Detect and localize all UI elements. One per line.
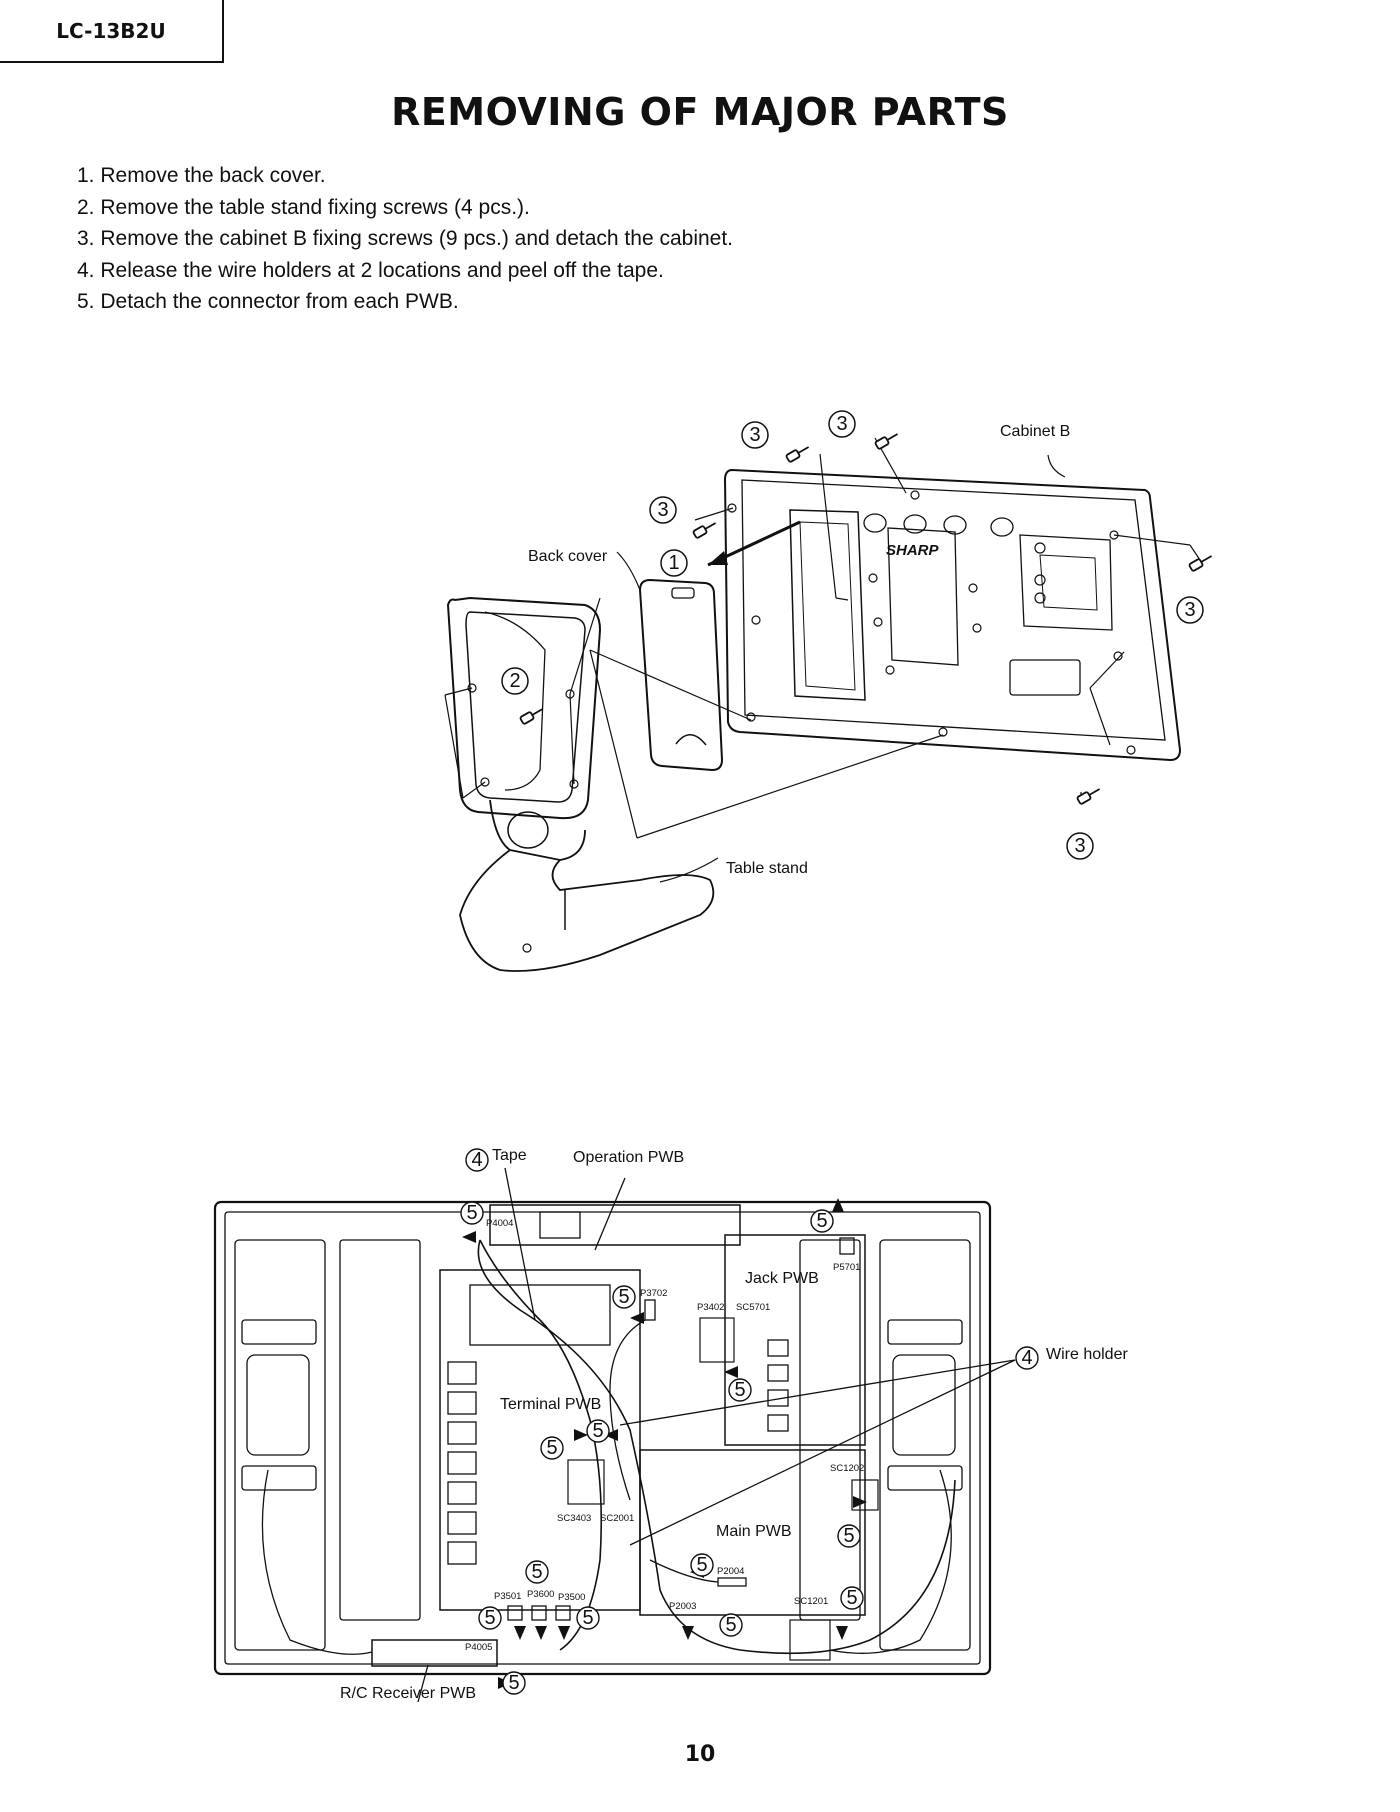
connector-p3501: P3501 [494,1591,521,1602]
connector-p5701: P5701 [833,1262,860,1273]
step-item: 1. Remove the back cover. [77,164,326,187]
callout-5: 5 [725,1614,736,1636]
label-wire-holder: Wire holder [1046,1346,1128,1363]
label-table-stand: Table stand [726,860,808,877]
callout-3: 3 [657,499,668,521]
connector-p2003: P2003 [669,1601,696,1612]
callout-3: 3 [836,413,847,435]
callout-5: 5 [734,1379,745,1401]
exploded-rear-view-diagram: SHARP Cabinet B Back cover Table stand 3… [444,410,1213,972]
back-cover-drawing [638,578,724,772]
cabinet-b-drawing [723,468,1182,762]
label-tape: Tape [492,1147,527,1164]
connector-p4004: P4004 [486,1218,513,1229]
callout-4: 4 [471,1149,482,1171]
operation-pwb-board [489,1204,741,1246]
callout-3: 3 [1074,835,1085,857]
step-item: 2. Remove the table stand fixing screws … [77,195,530,219]
callout-5: 5 [582,1607,593,1629]
page-title: REMOVING OF MAJOR PARTS [391,90,1009,134]
model-number: LC-13B2U [56,18,166,43]
screw-icons [519,433,1213,805]
step-item: 4. Release the wire holders at 2 locatio… [77,258,664,282]
callout-5: 5 [816,1210,827,1232]
connector-sc3403: SC3403 [557,1513,591,1524]
connector-p2004: P2004 [717,1566,744,1577]
label-main-pwb: Main PWB [716,1523,792,1540]
callout-3: 3 [749,424,760,446]
callout-5: 5 [484,1607,495,1629]
right-speaker [892,1354,956,1456]
connector-p4005: P4005 [465,1642,492,1653]
label-cabinet-b: Cabinet B [1000,423,1070,440]
callout-5: 5 [592,1420,603,1442]
callout-5: 5 [846,1587,857,1609]
callout-5: 5 [531,1561,542,1583]
callout-5: 5 [466,1202,477,1224]
callout-3: 3 [1184,599,1195,621]
callout-5: 5 [618,1286,629,1308]
label-operation-pwb: Operation PWB [573,1149,684,1166]
chassis-frame [213,1200,992,1676]
model-number-box: LC-13B2U [0,0,224,63]
step-item: 5. Detach the connector from each PWB. [77,290,459,313]
left-speaker [246,1354,310,1456]
callout-4: 4 [1021,1347,1032,1369]
label-rc-receiver-pwb: R/C Receiver PWB [340,1685,476,1702]
rc-receiver-pwb-board [371,1639,498,1667]
connector-sc1201: SC1201 [794,1596,828,1607]
jack-pwb-board [724,1234,866,1446]
label-back-cover: Back cover [528,548,608,565]
callout-5: 5 [546,1437,557,1459]
connector-p3500: P3500 [558,1592,585,1603]
connector-p3600: P3600 [527,1589,554,1600]
label-jack-pwb: Jack PWB [745,1270,819,1287]
steps-list: 1. Remove the back cover. 2. Remove the … [77,160,733,318]
label-terminal-pwb: Terminal PWB [500,1396,601,1413]
callout-1: 1 [668,552,679,574]
main-pwb-board [639,1449,866,1616]
connector-sc2001: SC2001 [600,1513,634,1524]
step-item: 3. Remove the cabinet B fixing screws (9… [77,227,734,250]
terminal-pwb-board [439,1269,641,1611]
connector-sc1202: SC1202 [830,1463,864,1474]
connector-p3702: P3702 [640,1288,667,1299]
callout-5: 5 [696,1554,707,1576]
connector-p3402: P3402 [697,1302,724,1313]
callout-2: 2 [509,670,520,692]
sharp-logo: SHARP [886,542,940,559]
table-stand-drawing [446,596,602,820]
callout-5: 5 [843,1525,854,1547]
page-number: 10 [684,1742,716,1767]
callout-5: 5 [508,1672,519,1694]
connector-sc5701: SC5701 [736,1302,770,1313]
